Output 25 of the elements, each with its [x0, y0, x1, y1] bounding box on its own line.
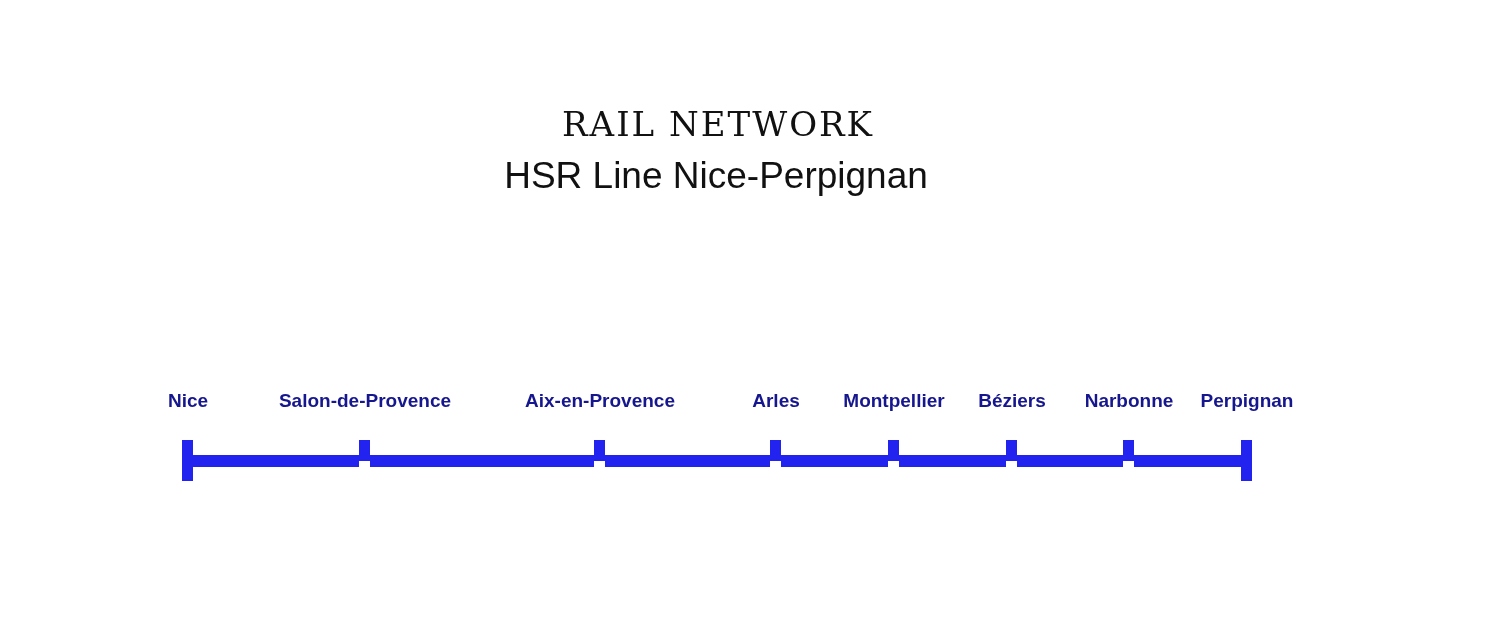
- rail-line: [781, 455, 888, 467]
- station-marker: [770, 440, 781, 461]
- station-marker: [359, 440, 370, 461]
- station-name: Narbonne: [1084, 390, 1174, 412]
- rail-line: [370, 455, 594, 467]
- station-name: Salon-de-Provence: [278, 390, 452, 412]
- station-name: Béziers: [978, 390, 1046, 412]
- rail-line: [605, 455, 770, 467]
- station-marker: [594, 440, 605, 461]
- station-name: Montpellier: [843, 390, 945, 412]
- rail-line: [1134, 455, 1241, 467]
- station-name: Nice: [167, 390, 209, 412]
- rail-line: [193, 455, 359, 467]
- diagram-title: RAIL NETWORK: [562, 104, 874, 144]
- station-marker: [888, 440, 899, 461]
- station-name: Aix-en-Provence: [525, 390, 675, 412]
- subtitle: HSR Line Nice-Perpignan: [504, 155, 928, 197]
- station-marker: [1123, 440, 1134, 461]
- rail-line: [899, 455, 1006, 467]
- station-name: Arles: [752, 390, 800, 412]
- station-marker: [1006, 440, 1017, 461]
- terminus-marker: [1241, 440, 1252, 481]
- rail-line: [1017, 455, 1123, 467]
- terminus-marker: [182, 440, 193, 481]
- station-name: Perpignan: [1200, 390, 1294, 412]
